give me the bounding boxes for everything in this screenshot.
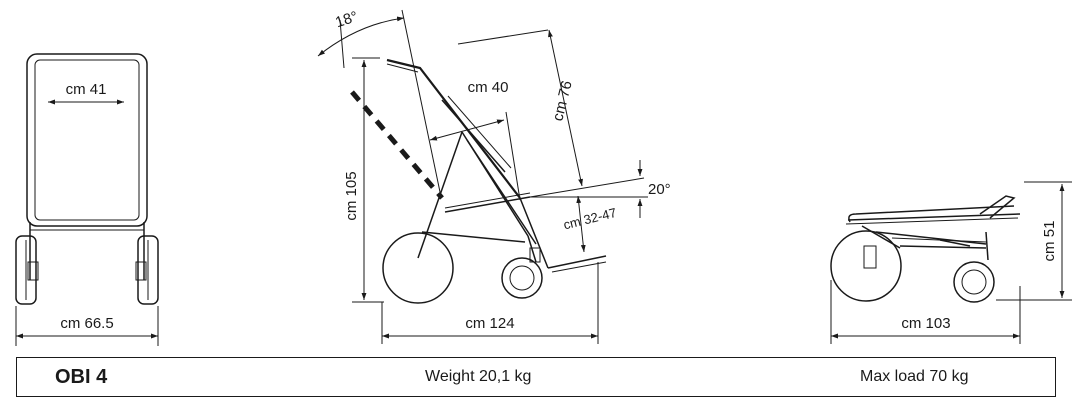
front-total-width-dimension: cm 66.5 <box>15 306 159 346</box>
backrest-height-label: cm 76 <box>549 79 575 123</box>
total-height-label: cm 105 <box>343 171 360 220</box>
side-view: 18° cm 40 cm 76 cm 105 20° cm 3 <box>317 8 671 344</box>
max-load-label: Max load 70 kg <box>860 368 969 385</box>
recline-angle-label: 18° <box>333 8 360 31</box>
folded-height-dimension: cm 51 <box>996 181 1072 301</box>
total-length-label: cm 124 <box>465 315 514 332</box>
seat-height-label: cm 32-47 <box>562 205 618 233</box>
recline-angle-dimension: 18° <box>317 8 441 193</box>
front-caster <box>501 257 543 299</box>
front-wheel-right <box>135 235 159 305</box>
front-view: cm 41 cm 66.5 <box>15 53 159 346</box>
folded-front-caster <box>953 261 995 303</box>
tilt-angle-label: 20° <box>648 181 671 198</box>
tilt-angle-dimension: 20° <box>529 160 671 218</box>
folded-length-label: cm 103 <box>901 315 950 332</box>
total-height-dimension: cm 105 <box>343 57 384 303</box>
folded-frame <box>845 195 1021 269</box>
front-wheel-left <box>15 235 39 305</box>
recline-dashed-line <box>350 90 444 200</box>
seat-depth-label: cm 40 <box>468 79 509 96</box>
front-total-width-label: cm 66.5 <box>60 315 113 332</box>
weight-label: Weight 20,1 kg <box>425 368 532 385</box>
folded-length-dimension: cm 103 <box>830 280 1021 344</box>
folded-view: cm 51 cm 103 <box>830 181 1072 344</box>
model-name: OBI 4 <box>55 366 108 388</box>
front-frame <box>26 53 148 280</box>
total-length-dimension: cm 124 <box>381 262 599 344</box>
rear-wheel <box>382 232 454 304</box>
seat-height-dimension: cm 32-47 <box>562 195 618 253</box>
side-frame <box>386 58 607 273</box>
backrest-height-dimension: cm 76 <box>457 29 583 187</box>
info-bar: OBI 4 Weight 20,1 kg Max load 70 kg <box>16 357 1056 397</box>
seat-depth-dimension: cm 40 <box>429 79 521 201</box>
folded-height-label: cm 51 <box>1041 221 1058 262</box>
seat-width-dimension: cm 41 <box>48 81 124 105</box>
seat-width-label: cm 41 <box>66 81 107 98</box>
folded-rear-wheel <box>830 230 902 302</box>
